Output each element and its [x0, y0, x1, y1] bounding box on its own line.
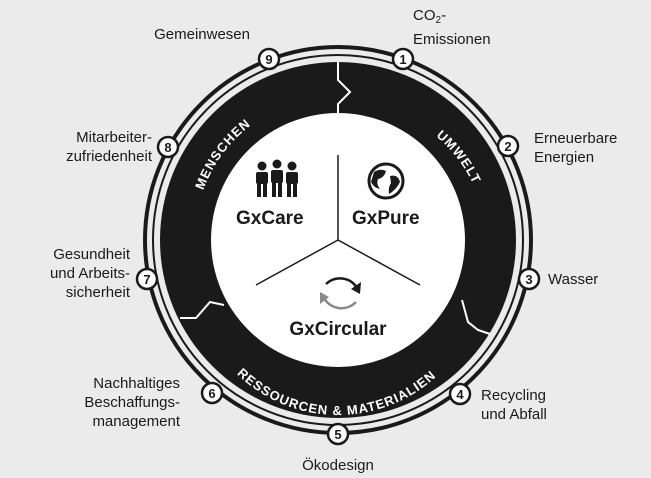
step-label-1: CO2- Emissionen: [413, 6, 491, 49]
svg-text:3: 3: [525, 272, 532, 287]
svg-text:5: 5: [334, 427, 341, 442]
step-label-1-line-2: Emissionen: [413, 31, 491, 48]
pillar-gxcircular: GxCircular: [289, 319, 387, 340]
pillar-gxpure: GxPure: [352, 208, 420, 229]
step-marker-1: 1: [391, 47, 415, 71]
marker-group: 1 2 3 4 5 6 7 8 9: [135, 47, 541, 446]
divider-top: [337, 62, 352, 113]
step-label-4: Recycling und Abfall: [481, 387, 547, 423]
step-label-5: Ökodesign: [302, 457, 374, 474]
step-marker-6: 6: [200, 381, 224, 405]
step-label-2: Erneuerbare Energien: [534, 130, 618, 166]
svg-text:4: 4: [456, 387, 464, 402]
step-label-7: Gesundheit und Arbeits- sicherheit: [49, 246, 130, 301]
svg-text:8: 8: [164, 140, 171, 155]
svg-text:2: 2: [504, 139, 511, 154]
recycle-arrows-icon: [320, 277, 361, 310]
globe-icon: [367, 162, 405, 200]
inner-divider-right: [337, 239, 421, 286]
step-marker-5: 5: [326, 422, 350, 446]
inner-divider-left: [255, 239, 339, 286]
svg-text:9: 9: [265, 52, 272, 67]
step-marker-3: 3: [517, 267, 541, 291]
step-label-6: Nachhaltiges Beschaffungs- management: [84, 375, 180, 430]
step-marker-4: 4: [448, 382, 472, 406]
pillar-gxcare: GxCare: [236, 208, 304, 229]
step-label-9: Gemeinwesen: [154, 26, 250, 43]
svg-text:7: 7: [143, 272, 150, 287]
divider-right: [461, 299, 491, 335]
people-icon: [256, 159, 298, 197]
step-marker-2: 2: [496, 134, 520, 158]
step-marker-9: 9: [257, 47, 281, 71]
step-label-1-line-1: CO2-: [413, 7, 447, 26]
step-marker-7: 7: [135, 267, 159, 291]
svg-text:6: 6: [208, 386, 215, 401]
step-label-8: Mitarbeiter- zufriedenheit: [66, 129, 152, 165]
svg-text:1: 1: [399, 52, 406, 67]
step-marker-8: 8: [156, 135, 180, 159]
step-label-3: Wasser: [548, 271, 599, 288]
divider-left: [180, 300, 225, 319]
